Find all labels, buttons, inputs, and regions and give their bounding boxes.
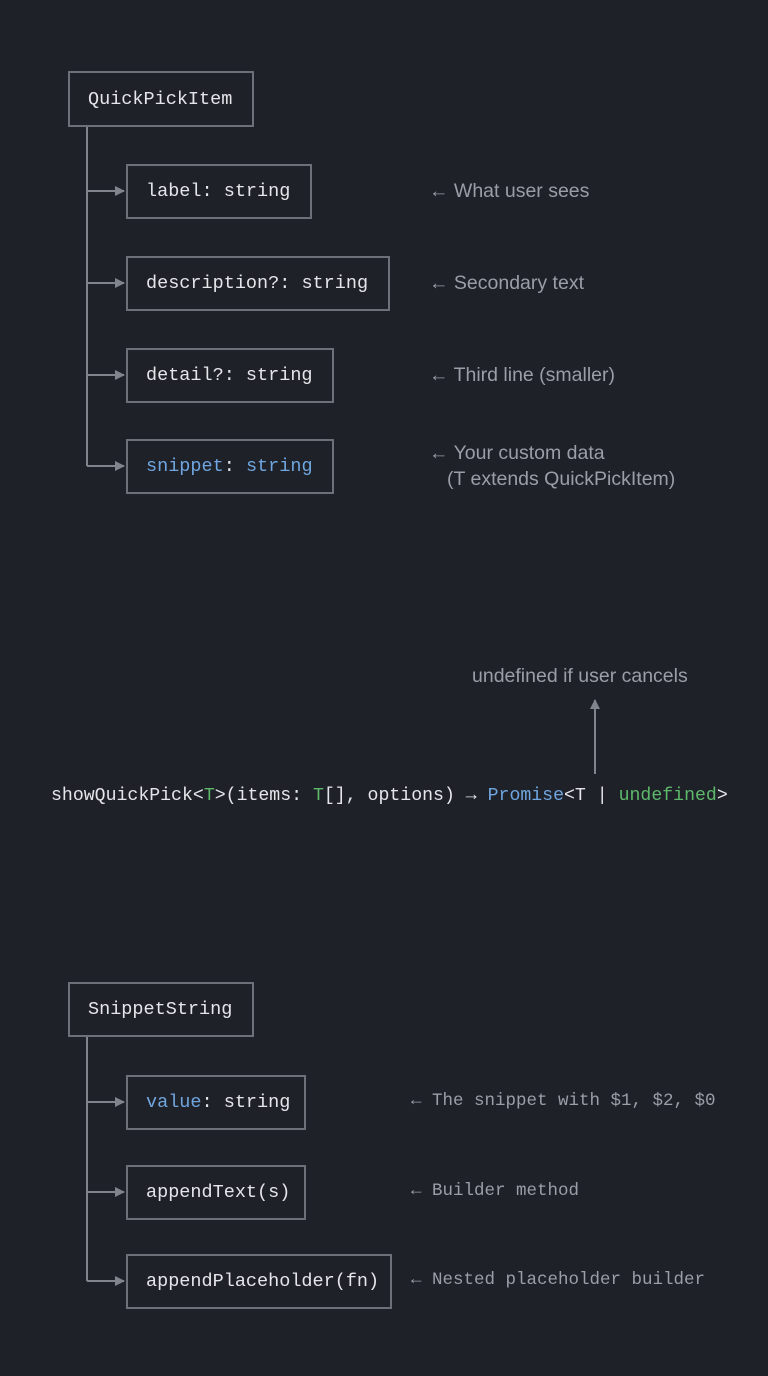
sig-union: <T | xyxy=(564,786,619,806)
field-name: detail? xyxy=(146,365,224,386)
field-type: : string xyxy=(279,273,369,294)
field-type: string xyxy=(245,456,313,477)
note-appendplaceholder: ← Nested placeholder builder xyxy=(411,1270,706,1290)
sig-close: > xyxy=(716,786,728,806)
sig-type-param: T xyxy=(203,786,215,806)
note-snippet-extends: (T extends QuickPickItem) xyxy=(447,468,676,490)
member-type: : string xyxy=(201,1092,291,1113)
quickpickitem-box: QuickPickItem xyxy=(68,71,254,127)
showquickpick-signature: showQuickPick<T>(items: T[], options) → … xyxy=(51,786,728,806)
note-label: ← What user sees xyxy=(429,180,590,202)
member-appendplaceholder-box: appendPlaceholder(fn) xyxy=(126,1254,392,1309)
note-snippet: ← Your custom data xyxy=(429,442,605,464)
member-name: value xyxy=(146,1092,202,1113)
member-value-box: value: string xyxy=(126,1075,306,1130)
field-name: description? xyxy=(146,273,280,294)
field-type: : string xyxy=(223,365,313,386)
member-appendtext-box: appendText(s) xyxy=(126,1165,306,1220)
field-name: label xyxy=(146,181,202,202)
note-appendtext: ← Builder method xyxy=(411,1181,580,1201)
note-undefined-cancel: undefined if user cancels xyxy=(472,665,688,687)
sig-params: [], options) → xyxy=(323,786,488,806)
field-type: : string xyxy=(201,181,291,202)
sig-type-param: T xyxy=(312,786,324,806)
field-colon: : xyxy=(223,456,246,477)
field-name: snippet xyxy=(146,456,224,477)
field-snippet-box: snippet: string xyxy=(126,439,334,494)
sig-undefined: undefined xyxy=(618,786,717,806)
field-description-box: description?: string xyxy=(126,256,390,311)
sig-promise: Promise xyxy=(487,786,565,806)
field-label-box: label: string xyxy=(126,164,312,219)
note-detail: ← Third line (smaller) xyxy=(429,364,616,386)
note-description: ← Secondary text xyxy=(429,272,584,294)
sig-params: >(items: xyxy=(214,786,313,806)
snippetstring-box: SnippetString xyxy=(68,982,254,1037)
sig-fn: showQuickPick< xyxy=(51,786,204,806)
field-detail-box: detail?: string xyxy=(126,348,334,403)
note-value: ← The snippet with $1, $2, $0 xyxy=(411,1091,716,1111)
